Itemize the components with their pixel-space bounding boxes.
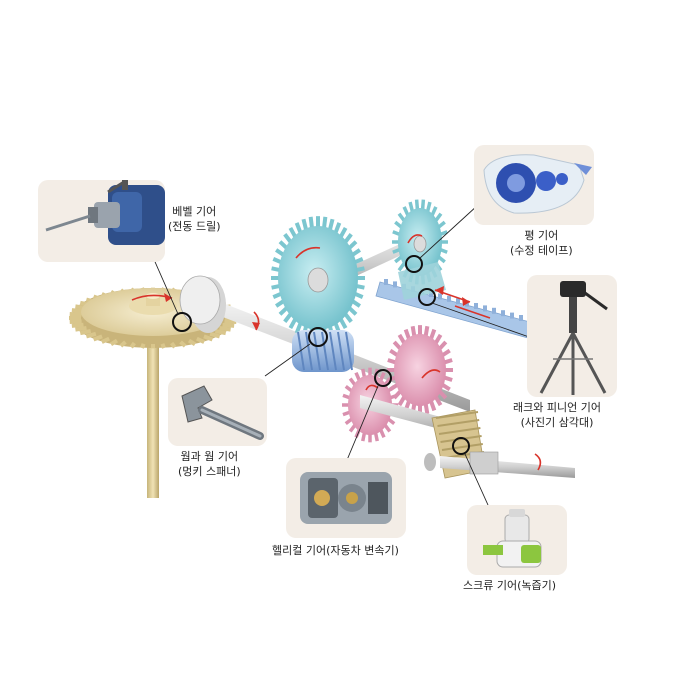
worm-screw [292,330,354,372]
callout-spur [405,255,423,273]
power-drill-photo [38,180,165,262]
screw-name: 스크류 기어(녹즙기) [463,579,557,592]
bevel-pinion-gear [179,275,226,333]
rack-name: 래크와 피니언 기어 [513,401,601,414]
spur-gear-small [392,199,448,285]
spur-gear-large [271,216,365,340]
spur-name: 평 기어 [524,229,559,242]
leader-lines [151,204,533,506]
worm-name: 웜과 웜 기어 [180,450,239,463]
bevel-example: (전동 드릴) [168,220,221,233]
monkey-wrench-photo [168,378,267,446]
callout-bevel [172,312,192,332]
juicer-photo [467,505,567,575]
worm-caption: 웜과 웜 기어 (멍키 스패너) [178,449,241,479]
bevel-name: 베벨 기어 [172,205,217,218]
rack-caption: 래크와 피니언 기어 (사진기 삼각대) [513,400,601,430]
screw-gear-assembly [424,409,575,479]
callout-screw [452,437,470,455]
callout-rack [418,288,436,306]
spur-caption: 평 기어 (수정 테이프) [510,228,573,258]
callout-circles [172,255,470,455]
worm-example: (멍키 스패너) [178,465,241,478]
rack-example: (사진기 삼각대) [520,416,594,429]
bevel-caption: 베벨 기어 (전동 드릴) [168,204,221,234]
callout-helical [374,369,392,387]
callout-worm [308,327,328,347]
correction-tape-photo [474,145,594,225]
screw-caption: 스크류 기어(녹즙기) [463,578,556,593]
helical-name: 헬리컬 기어(자동차 변속기) [272,544,399,557]
spur-example: (수정 테이프) [510,244,573,257]
car-transmission-photo [286,458,406,538]
vertical-shaft [147,320,159,498]
helical-caption: 헬리컬 기어(자동차 변속기) [272,543,399,558]
camera-tripod-photo [527,275,617,397]
